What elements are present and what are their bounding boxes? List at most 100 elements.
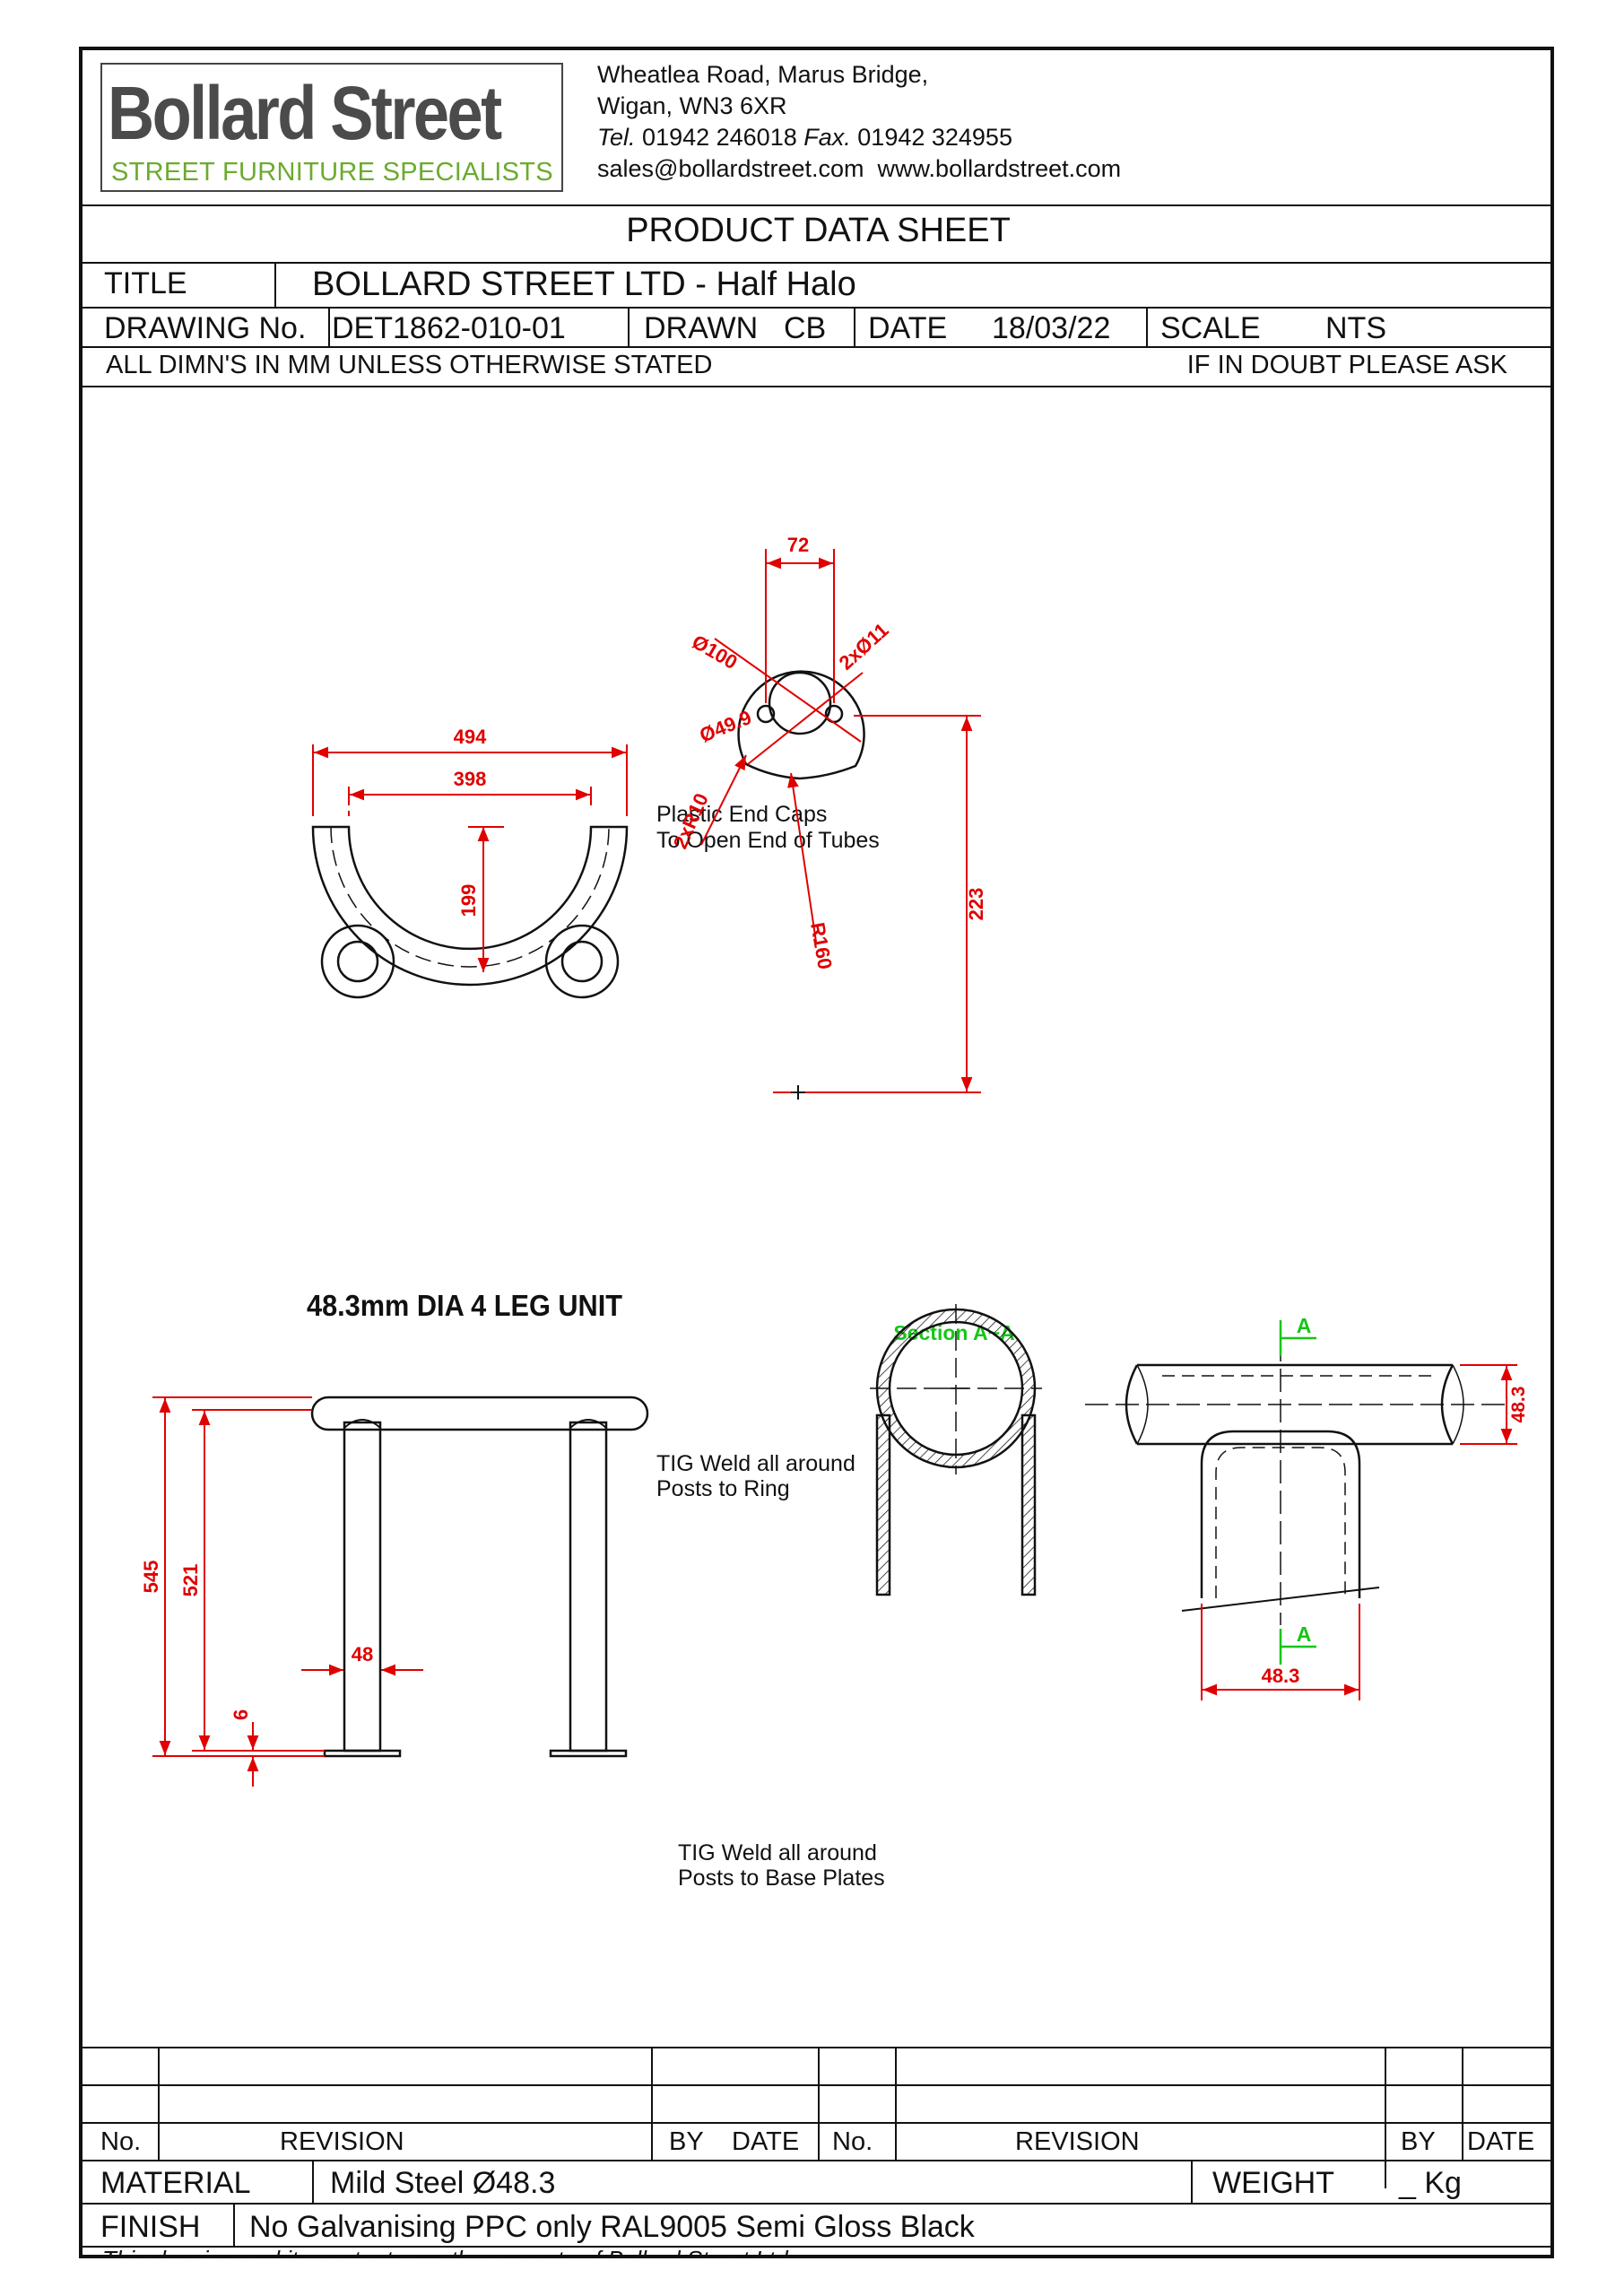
address-line-2: Wigan, WN3 6XR	[597, 92, 787, 119]
title-label: TITLE	[104, 266, 187, 300]
divider	[83, 2160, 1554, 2161]
date-label: DATE	[868, 311, 948, 345]
base-plate-left	[323, 1749, 402, 1758]
footer-clip: This drawing and its contents are the pr…	[83, 2248, 1554, 2258]
half-ring-plan-view	[311, 825, 629, 999]
dim-plate-spacing: 72	[787, 534, 809, 556]
post-left	[343, 1421, 382, 1752]
drawing-number: DET1862-010-01	[332, 311, 566, 345]
divider	[651, 2047, 653, 2160]
rev-header-by: BY	[669, 2127, 704, 2156]
section-markers	[1279, 1320, 1316, 1665]
unit-title: 48.3mm DIA 4 LEG UNIT	[307, 1289, 622, 1322]
email-link[interactable]: sales@bollardstreet.com	[597, 155, 864, 182]
divider	[854, 307, 855, 346]
elevation-view	[310, 1396, 649, 1758]
company-logo: Bollard Street STREET FURNITURE SPECIALI…	[100, 63, 563, 192]
dim-top-outer-width: 494	[454, 726, 487, 748]
data-sheet-frame: Bollard Street STREET FURNITURE SPECIALI…	[79, 47, 1554, 2258]
contact-line: sales@bollardstreet.com www.bollardstree…	[597, 153, 1121, 185]
dim-tube-dia-bottom: 48.3	[1262, 1665, 1300, 1687]
base-plate-outline	[737, 670, 865, 780]
divider	[895, 2047, 897, 2160]
drawn-label: DRAWN	[644, 311, 759, 345]
divider	[83, 2203, 1554, 2205]
weight-value: _ Kg	[1399, 2166, 1462, 2200]
dim-plate-bore: Ø49.9	[697, 706, 755, 747]
fax-label: Fax.	[803, 124, 851, 151]
technical-drawing: 494 398 199 Plastic End Caps To Open End…	[140, 534, 1529, 1891]
dim-tube-dia-side: 48.3	[1508, 1387, 1529, 1423]
page-title: PRODUCT DATA SHEET	[626, 212, 1011, 249]
divider	[1191, 2160, 1193, 2203]
divider	[818, 2047, 820, 2160]
elevation-dimensions	[152, 1396, 423, 1787]
rev-header-date-2-cell: DATE	[1467, 2127, 1550, 2157]
dim-plate-holes: 2xØ11	[835, 619, 893, 674]
note-weld-ring-2: Posts to Ring	[656, 1476, 790, 1501]
drawn-by: CB	[784, 311, 827, 345]
base-plate-bore	[768, 671, 832, 735]
drawing-no-label: DRAWING No.	[104, 311, 307, 345]
rev-header-by-2: BY	[1401, 2127, 1436, 2156]
dim-plate-radius-large: R160	[806, 921, 837, 971]
address-line-1: Wheatlea Road, Marus Bridge,	[597, 61, 929, 88]
section-marker-bottom: A	[1297, 1622, 1312, 1646]
material-value: Mild Steel Ø48.3	[330, 2166, 556, 2200]
rev-header-date-2: DATE	[1467, 2127, 1535, 2156]
note-weld-base-2: Posts to Base Plates	[678, 1866, 885, 1891]
tube-joint-view	[1085, 1338, 1512, 1625]
dim-plate-offset: 223	[965, 888, 987, 921]
section-a-a-view	[870, 1304, 1042, 1596]
divider	[83, 262, 1554, 264]
finish-value: No Galvanising PPC only RAL9005 Semi Glo…	[249, 2210, 975, 2244]
base-plate-hole-left	[756, 704, 776, 724]
divider	[1462, 2047, 1463, 2160]
divider	[312, 2160, 314, 2203]
base-plate-right	[544, 924, 620, 999]
product-title: BOLLARD STREET LTD - Half Halo	[312, 265, 856, 303]
ring-tube	[311, 825, 629, 987]
tel-number: 01942 246018	[642, 124, 797, 151]
fax-number: 01942 324955	[857, 124, 1012, 151]
section-marker-top: A	[1297, 1314, 1312, 1337]
note-end-caps-2: To Open End of Tubes	[656, 828, 880, 853]
doubt-note: IF IN DOUBT PLEASE ASK	[1186, 351, 1507, 379]
divider	[1146, 307, 1148, 346]
divider	[628, 307, 630, 346]
phone-fax-line: Tel. 01942 246018 Fax. 01942 324955	[597, 122, 1012, 153]
footer-property-note: This drawing and its contents are the pr…	[102, 2248, 788, 2258]
divider	[83, 204, 1554, 206]
dim-top-inner-width: 398	[454, 768, 487, 790]
divider	[1385, 2047, 1386, 2188]
website-link[interactable]: www.bollardstreet.com	[877, 155, 1122, 182]
logo-tagline: STREET FURNITURE SPECIALISTS	[111, 158, 553, 187]
post-right	[569, 1421, 608, 1752]
dim-overall-height: 545	[140, 1561, 162, 1594]
divider	[274, 262, 276, 307]
rev-header-no-2: No.	[832, 2127, 873, 2156]
top-rail	[310, 1396, 649, 1431]
divider	[83, 2246, 1554, 2248]
finish-label: FINISH	[100, 2210, 201, 2244]
rev-header-revision-2: REVISION	[1015, 2127, 1140, 2156]
base-plate-dimensions	[700, 549, 981, 1093]
base-plate-right	[549, 1749, 628, 1758]
logo-wordmark: Bollard Street	[108, 71, 502, 155]
section-post-wall-left	[875, 1413, 891, 1596]
post-right	[560, 940, 604, 983]
section-post-wall-right	[1020, 1413, 1037, 1596]
ring-centreline	[330, 826, 610, 968]
tube-joint-dimensions	[1201, 1364, 1517, 1700]
rev-header-no: No.	[100, 2127, 142, 2156]
dimension-note: ALL DIMN'S IN MM UNLESS OTHERWISE STATED	[106, 351, 713, 379]
note-weld-base-1: TIG Weld all around	[678, 1840, 877, 1866]
weight-label: WEIGHT	[1212, 2166, 1334, 2200]
post-left	[336, 940, 379, 983]
material-label: MATERIAL	[100, 2166, 251, 2200]
base-plate-left	[320, 924, 395, 999]
dim-post-height: 521	[179, 1564, 202, 1597]
drawing-date: 18/03/22	[992, 311, 1111, 345]
rev-header-date: DATE	[732, 2127, 800, 2156]
divider	[83, 346, 1554, 348]
